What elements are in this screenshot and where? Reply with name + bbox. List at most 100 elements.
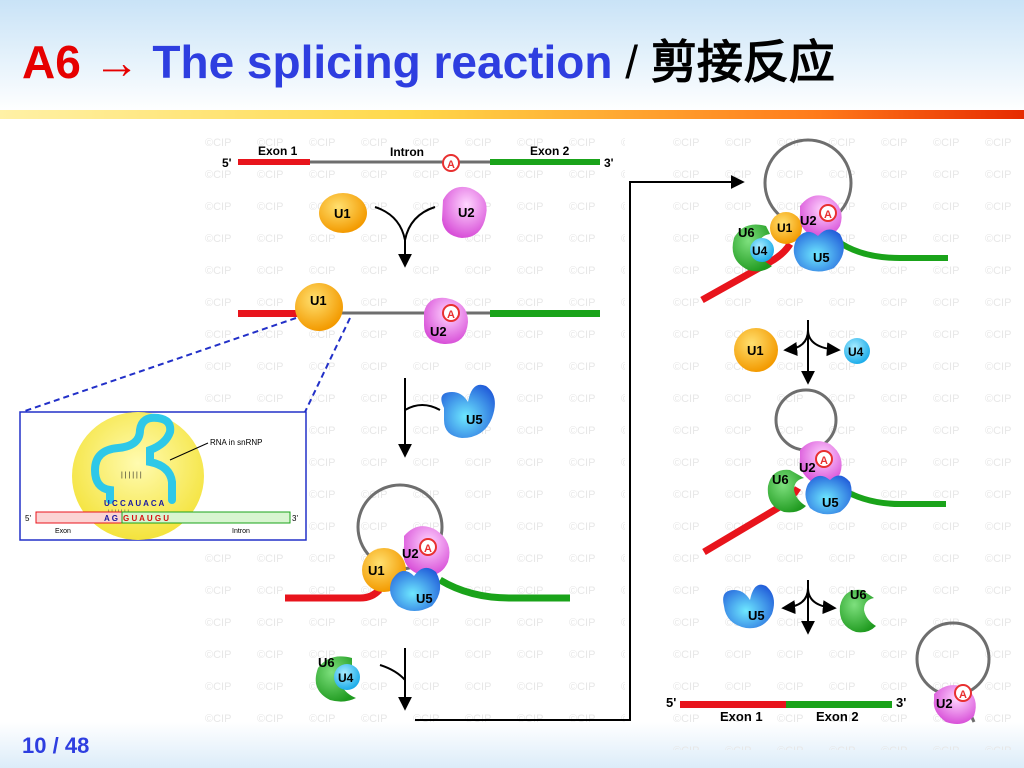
exon2-bar [490, 310, 600, 317]
mrna-seq-intron: G U A U G U [123, 514, 169, 523]
exon2-bar [490, 159, 600, 165]
branch-site-circle [954, 684, 972, 702]
complex-u1-u2-u5: U1 U2 A U5 [285, 483, 570, 611]
u5-u6-release: U5 U6 [723, 580, 876, 635]
snrnp-particle [72, 412, 204, 540]
title-code: A6 [22, 36, 81, 88]
release-arrow-right [807, 329, 841, 357]
slide-title: A6 → The splicing reaction / 剪接反应 [22, 26, 835, 92]
exon1-bar [238, 310, 310, 317]
u2-label: U2 [402, 546, 419, 561]
title-arrow: → [93, 36, 140, 88]
u4-label: U4 [848, 345, 864, 359]
u5-label: U5 [813, 250, 830, 265]
complex-u1-u2: U1 A U2 [238, 283, 600, 345]
exon2-label: Exon 2 [530, 144, 570, 158]
u2-label: U2 [430, 324, 447, 339]
exon1-label: Exon 1 [258, 144, 298, 158]
u5-snrnp [441, 384, 495, 438]
rna-label: RNA in snRNP [210, 438, 262, 447]
u1-snrnp [319, 193, 367, 233]
u4-snrnp [334, 664, 360, 690]
inset-five-prime: 5' [25, 514, 31, 523]
mrna-seq-exon: A G [104, 514, 118, 523]
release-arrow-right [807, 587, 837, 615]
product-exon2-bar [786, 701, 892, 708]
branch-site-label: A [424, 543, 432, 555]
spliced-mrna: 5' 3' Exon 1 Exon 2 [666, 695, 906, 724]
product-exon2-label: Exon 2 [816, 709, 859, 724]
branch-site-label: A [959, 689, 967, 701]
u1-u2-join: U1 U2 [319, 186, 487, 268]
spliceosome-assembled: U6 U4 U1 U2 A U5 [700, 138, 948, 304]
title-underline [0, 110, 1024, 119]
u4-u6-join: U6 U4 [315, 648, 412, 711]
u1-label: U1 [777, 221, 793, 235]
branch-site-label: A [447, 309, 455, 321]
u1-label: U1 [368, 563, 385, 578]
exon1-strand [700, 242, 794, 304]
u5-join-curve [404, 404, 441, 411]
three-prime-label: 3' [604, 156, 614, 170]
u1-snrnp [734, 328, 778, 372]
u5-snrnp [390, 567, 441, 611]
u5-label: U5 [822, 495, 839, 510]
exon2-strand [438, 576, 570, 602]
branch-site-circle [442, 154, 460, 172]
title-chinese: 剪接反应 [650, 36, 835, 88]
u6-snrnp [839, 589, 876, 633]
branch-site-circle [419, 538, 437, 556]
lariat-released: U2 A [915, 621, 991, 724]
snrna-sequence: U C C A U A C A [104, 499, 165, 508]
inset-intron-bar [121, 511, 291, 524]
page-total: 48 [64, 733, 90, 758]
branch-site-label: A [447, 159, 455, 171]
u1-snrnp [295, 283, 343, 331]
u4-snrnp [844, 338, 870, 364]
header-band [0, 0, 1024, 112]
five-prime-label: 5' [222, 156, 232, 170]
snrna-strand [90, 413, 176, 504]
u1-label: U1 [310, 293, 327, 308]
u1-label: U1 [334, 206, 351, 221]
u4-label: U4 [752, 244, 768, 258]
page-separator: / [52, 733, 59, 758]
u6-label: U6 [738, 225, 755, 240]
u6-label: U6 [772, 472, 789, 487]
u5-snrnp [723, 584, 774, 629]
u1-snrnp [770, 212, 802, 244]
inset-intron-label: Intron [232, 528, 250, 535]
branch-site-circle [815, 450, 833, 468]
product-exon1-bar [680, 701, 786, 708]
u5-snrnp [793, 229, 844, 272]
rna-label-pointer [169, 442, 209, 461]
u5-label: U5 [748, 608, 765, 623]
branch-site-circle [819, 204, 837, 222]
page-number: 10 / 48 [22, 733, 89, 759]
inset-three-prime: 3' [292, 514, 298, 523]
u4-label: U4 [338, 671, 354, 685]
product-three-prime: 3' [896, 695, 906, 710]
u1-label: U1 [747, 343, 764, 358]
inset-exon-label: Exon [55, 528, 71, 535]
u4-snrnp [750, 238, 774, 262]
lariat-complex: U2 A U6 U5 [702, 388, 946, 556]
branch-site-label: A [824, 209, 832, 221]
zoom-line-left [21, 317, 297, 413]
u6-label: U6 [318, 655, 335, 670]
connector-arrow [415, 175, 745, 721]
inset-base-pairing: | | | | | | RNA in snRNP U C C A U A C A… [19, 411, 307, 541]
u6-snrnp [767, 469, 806, 513]
u5-label: U5 [416, 591, 433, 606]
u4-u6-join-curve [379, 664, 406, 681]
product-exon1-label: Exon 1 [720, 709, 763, 724]
u5-snrnp [805, 475, 852, 515]
u2-label: U2 [936, 696, 953, 711]
branch-site-label: A [820, 455, 828, 467]
title-separator: / [625, 36, 639, 88]
loop-pairing-marks: | | | | | | [121, 472, 142, 479]
pre-mrna: 5' 3' Exon 1 Intron Exon 2 A [222, 144, 614, 172]
title-main: The splicing reaction [152, 36, 613, 88]
branch-site-circle [442, 304, 460, 322]
u5-join: U5 [398, 378, 495, 458]
